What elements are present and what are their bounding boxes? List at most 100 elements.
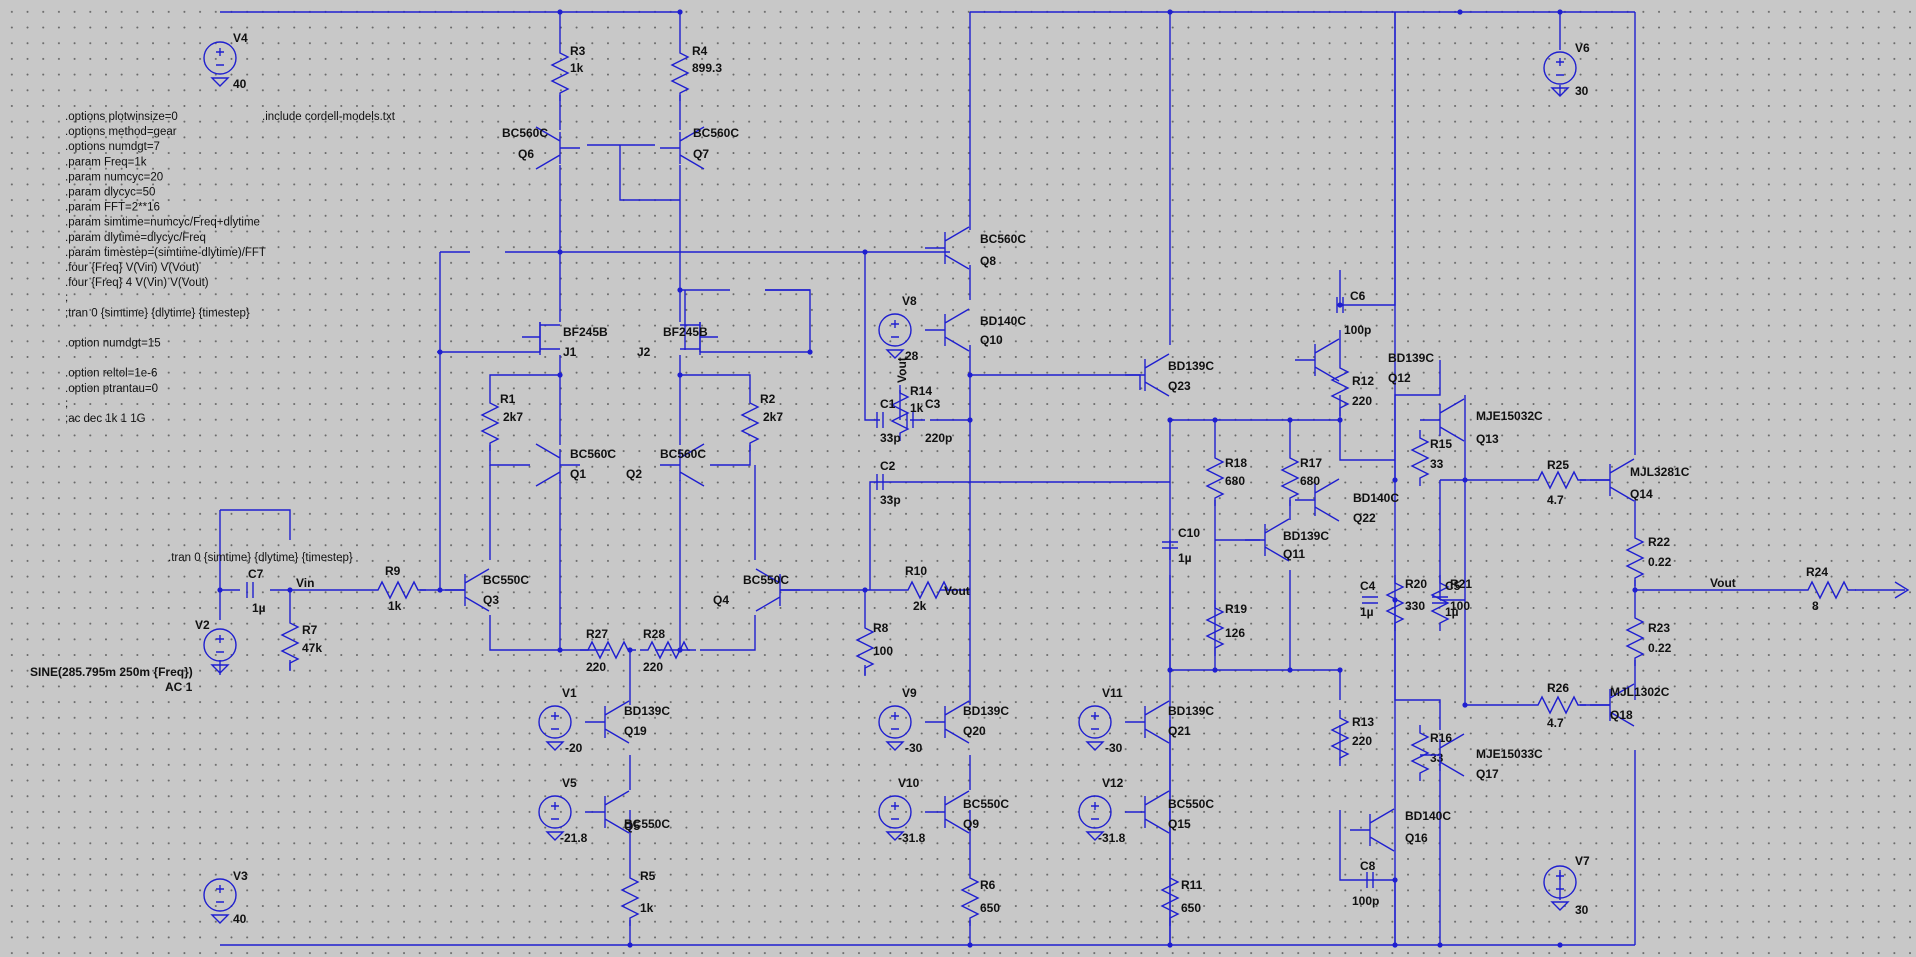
voltage-source-v12[interactable]: V12-31.8: [1078, 776, 1126, 845]
voltage-source-v1[interactable]: V1-20: [538, 686, 583, 755]
output-port-arrow[interactable]: [1894, 581, 1910, 599]
resistor-r9[interactable]: R9 1k: [370, 564, 426, 613]
resistor-name: R6: [980, 878, 996, 892]
resistor-value: 650: [1181, 901, 1201, 915]
transistor-symbol: [925, 226, 970, 270]
voltage-source-v5[interactable]: V5-21.8: [538, 776, 588, 845]
voltage-source-v10[interactable]: V10-31.8: [878, 776, 926, 845]
transistor-name: Q19: [624, 724, 647, 738]
resistor-name: R9: [385, 564, 401, 578]
resistor-zigzag: [900, 580, 956, 600]
source-polarity: [891, 712, 899, 730]
source-value: -21.8: [560, 831, 588, 845]
resistor-name: R10: [905, 564, 927, 578]
source-value: 30: [1575, 84, 1589, 98]
resistor-name: R4: [692, 44, 708, 58]
resistor-value: 1k: [388, 599, 402, 613]
resistor-name: R3: [570, 44, 586, 58]
junction-dot: [862, 249, 868, 255]
directive-line: .options numdgt=7: [65, 141, 160, 153]
transistor-model: MJE15032C: [1476, 409, 1543, 423]
voltage-source-v9[interactable]: V9-30: [878, 686, 923, 755]
voltage-source-v2[interactable]: V2: [195, 618, 237, 674]
capacitor-plates: [1366, 872, 1374, 888]
transistor-symbol: [1125, 353, 1170, 397]
source-value: 28: [905, 349, 919, 363]
directive-line: .options method=gear: [65, 126, 177, 138]
resistor-name: R22: [1648, 535, 1670, 549]
voltage-source-v11[interactable]: V11-30: [1078, 686, 1123, 755]
resistor-zigzag: [640, 640, 696, 660]
transistor-symbol: [925, 700, 970, 744]
resistor-zigzag: [890, 385, 910, 441]
